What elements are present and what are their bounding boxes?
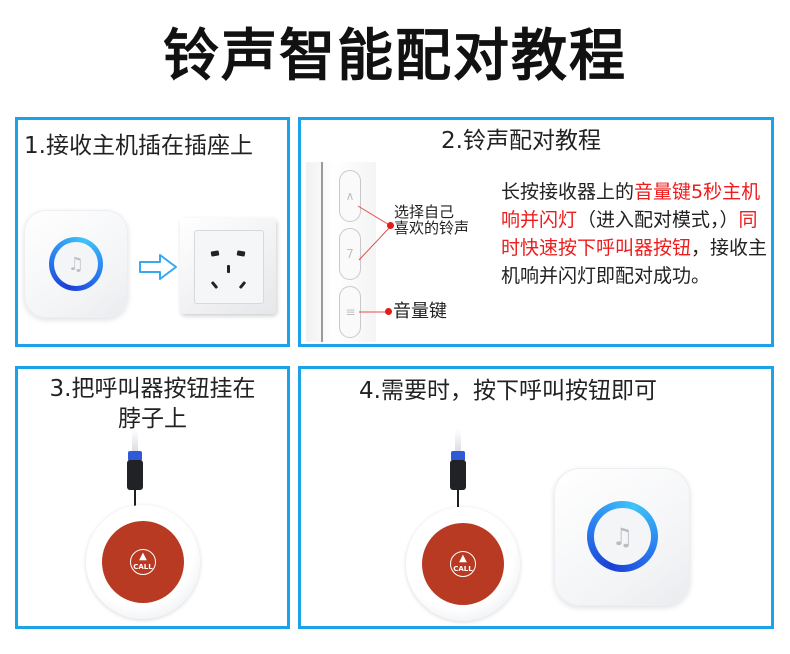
call-button-device: ▲ CALL [86, 505, 200, 619]
pairing-instructions: 长按接收器上的音量键5秒主机响并闪灯（进入配对模式，）同时快速按下呼叫器按钮，接… [501, 181, 768, 287]
receiver-side-view: ∧ 7 ≡ [306, 162, 376, 342]
call-button-face: ▲ CALL [102, 521, 184, 603]
music-note-icon: ♫ [54, 242, 98, 286]
volume-callout: 音量键 [393, 301, 447, 322]
step-4-title: 4.需要时，按下呼叫按钮即可 [359, 378, 657, 404]
lanyard [123, 429, 153, 509]
ringtone-up-button: ∧ [339, 170, 361, 222]
bell-icon: ▲ CALL [130, 549, 156, 575]
receiver-device: ♫ [24, 210, 128, 318]
step-2-panel: 2.铃声配对教程 ∧ 7 ≡ 选择自己 喜欢的铃声 音量键 长按接收器上的音量键… [298, 117, 774, 347]
step-4-panel: 4.需要时，按下呼叫按钮即可 ▲ CALL ♫ [298, 366, 774, 629]
callout-lines [357, 205, 392, 313]
receiver-light-ring: ♫ [49, 237, 103, 291]
ringtone-callout: 选择自己 喜欢的铃声 [394, 203, 470, 237]
callout-dot [387, 222, 394, 229]
call-button-face: ▲ CALL [422, 523, 504, 605]
step-1-panel: 1.接收主机插在插座上 ♫ [15, 117, 290, 347]
lanyard [446, 429, 476, 509]
music-note-icon: ♫ [594, 508, 651, 565]
callout-dot [385, 308, 392, 315]
wall-socket [180, 218, 276, 314]
arrow-right-icon [139, 254, 177, 280]
page-title: 铃声智能配对教程 [163, 24, 627, 89]
step-1-title: 1.接收主机插在插座上 [24, 133, 253, 159]
step-3-panel: 3.把呼叫器按钮挂在脖子上 ▲ CALL [15, 366, 290, 629]
call-button-device: ▲ CALL [406, 507, 520, 621]
step-2-title: 2.铃声配对教程 [441, 128, 601, 154]
step-3-title: 3.把呼叫器按钮挂在脖子上 [49, 376, 256, 432]
ringtone-down-button: 7 [339, 228, 361, 280]
receiver-light-ring: ♫ [587, 501, 658, 572]
bell-icon: ▲ CALL [450, 551, 476, 577]
receiver-device: ♫ [554, 468, 690, 606]
